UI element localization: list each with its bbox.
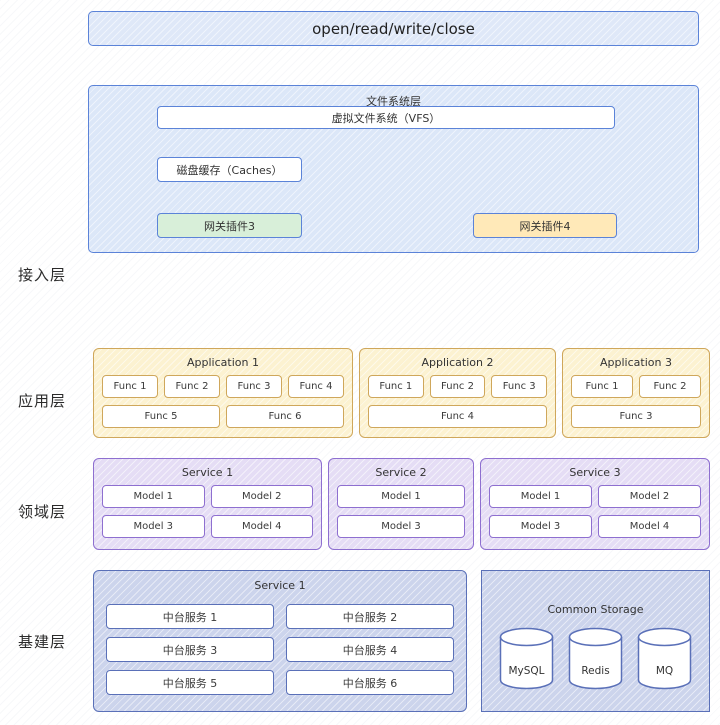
- mid-platform-service-box: 中台服务 2: [286, 604, 454, 629]
- gateway-plugin-3-box: 网关插件3: [157, 213, 302, 238]
- func-box: Func 3: [571, 405, 701, 428]
- mq-label: MQ: [655, 665, 674, 677]
- mid-platform-service-box: 中台服务 3: [106, 637, 274, 662]
- application-2-box: Application 2 Func 1 Func 2 Func 3 Func …: [359, 348, 556, 438]
- common-storage-title: Common Storage: [547, 603, 644, 616]
- common-storage-box: Common Storage MySQL Redis MQ: [481, 570, 710, 712]
- application-1-title: Application 1: [187, 356, 259, 369]
- model-box: Model 1: [102, 485, 205, 508]
- layer-label-infrastructure: 基建层: [18, 633, 67, 651]
- vfs-box: 虚拟文件系统（VFS）: [157, 106, 615, 129]
- mid-platform-service-box: 中台服务 6: [286, 670, 454, 695]
- service-1-box: Service 1 Model 1 Model 2 Model 3 Model …: [93, 458, 322, 550]
- func-box: Func 2: [429, 375, 486, 398]
- database-cylinder-icon: [499, 627, 554, 690]
- service-2-box: Service 2 Model 1 Model 3: [328, 458, 474, 550]
- func-box: Func 4: [288, 375, 344, 398]
- func-box: Func 2: [639, 375, 701, 398]
- model-box: Model 2: [598, 485, 701, 508]
- service-3-title: Service 3: [569, 466, 621, 479]
- model-box: Model 4: [598, 515, 701, 538]
- model-box: Model 2: [210, 485, 313, 508]
- service-3-box: Service 3 Model 1 Model 2 Model 3 Model …: [480, 458, 710, 550]
- application-3-title: Application 3: [600, 356, 672, 369]
- model-box: Model 4: [210, 515, 313, 538]
- layer-label-application: 应用层: [18, 392, 67, 410]
- model-box: Model 3: [337, 515, 465, 538]
- func-box: Func 1: [571, 375, 633, 398]
- syscall-bar: open/read/write/close: [88, 11, 699, 46]
- service-2-title: Service 2: [375, 466, 427, 479]
- mq-cylinder: MQ: [637, 627, 692, 691]
- func-box: Func 6: [226, 405, 344, 428]
- service-1-title: Service 1: [181, 466, 234, 479]
- mysql-cylinder: MySQL: [499, 627, 554, 691]
- file-system-layer-box: 文件系统层 虚拟文件系统（VFS） 磁盘缓存（Caches） 网关插件3 网关插…: [88, 85, 699, 253]
- model-box: Model 3: [489, 515, 592, 538]
- database-cylinder-icon: [568, 627, 623, 690]
- model-box: Model 3: [102, 515, 205, 538]
- database-cylinder-icon: [637, 627, 692, 690]
- model-box: Model 1: [337, 485, 465, 508]
- gateway-plugin-4-box: 网关插件4: [473, 213, 617, 238]
- layer-label-access: 接入层: [18, 266, 67, 284]
- func-box: Func 3: [491, 375, 548, 398]
- application-2-title: Application 2: [421, 356, 494, 369]
- func-box: Func 1: [102, 375, 158, 398]
- model-box: Model 1: [489, 485, 592, 508]
- mid-platform-service-box: 中台服务 4: [286, 637, 454, 662]
- func-box: Func 3: [226, 375, 282, 398]
- mid-platform-service-box: 中台服务 5: [106, 670, 274, 695]
- syscall-bar-label: open/read/write/close: [312, 19, 475, 38]
- application-1-box: Application 1 Func 1 Func 2 Func 3 Func …: [93, 348, 353, 438]
- infra-service-title: Service 1: [254, 579, 306, 592]
- redis-cylinder: Redis: [568, 627, 623, 691]
- func-box: Func 2: [164, 375, 220, 398]
- redis-label: Redis: [581, 665, 610, 677]
- mid-platform-service-box: 中台服务 1: [106, 604, 274, 629]
- mysql-label: MySQL: [508, 665, 545, 677]
- func-box: Func 5: [102, 405, 220, 428]
- layer-label-domain: 领域层: [18, 503, 67, 521]
- application-3-box: Application 3 Func 1 Func 2 Func 3: [562, 348, 710, 438]
- func-box: Func 4: [368, 405, 547, 428]
- file-system-layer-title: 文件系统层: [366, 95, 421, 108]
- infra-service-box: Service 1 中台服务 1 中台服务 2 中台服务 3 中台服务 4 中台…: [93, 570, 467, 712]
- func-box: Func 1: [368, 375, 424, 398]
- disk-cache-box: 磁盘缓存（Caches）: [157, 157, 302, 182]
